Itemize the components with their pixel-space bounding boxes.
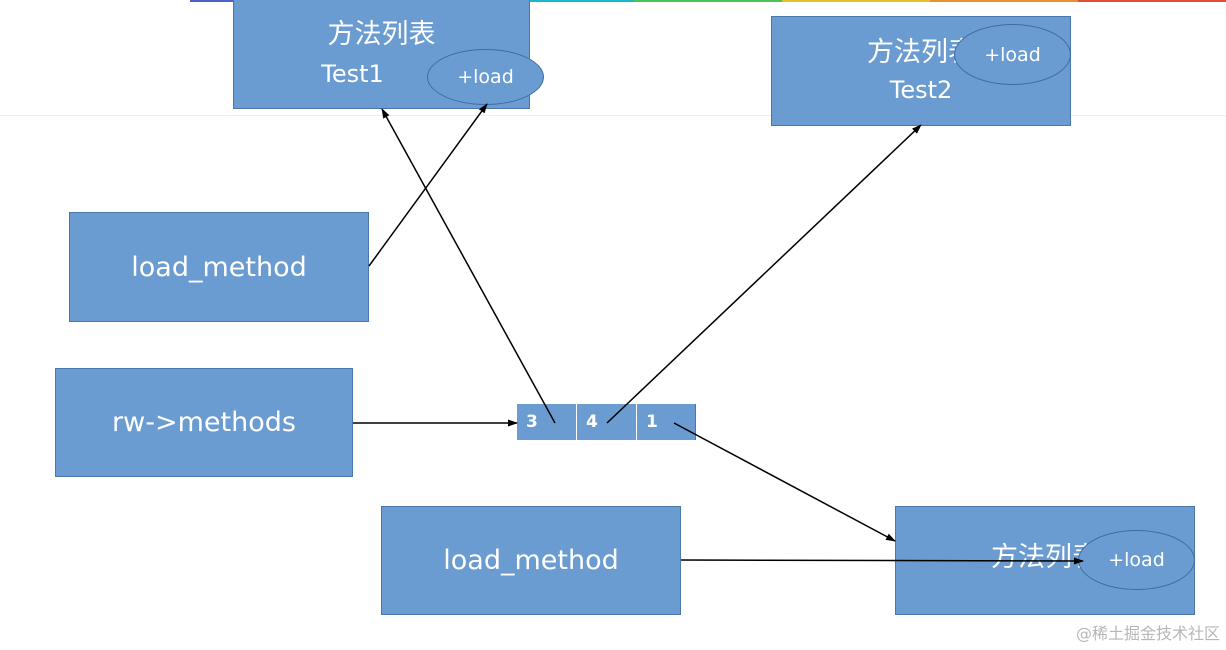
arrow-load-method-to-test1-load [368, 103, 488, 267]
rw-methods-box: rw->methods [55, 368, 353, 477]
arrow-cell3-to-test1 [381, 108, 556, 424]
watermark: @稀土掘金技术社区 [1075, 624, 1220, 643]
load-method-label: load_method [131, 251, 307, 283]
separator-line [0, 115, 1226, 116]
arrow-load-method-to-bottom-load [680, 557, 1084, 565]
rw-methods-label: rw->methods [112, 407, 296, 438]
load-oval-test2: +load [954, 24, 1071, 85]
arrow-cell4-to-test2 [606, 124, 922, 424]
load-method-box-bottom: load_method [381, 506, 681, 615]
load-method-box-top: load_method [69, 212, 369, 322]
method-list-test1-title: 方法列表 [327, 19, 436, 50]
arrow-cell1-to-bottom-list [673, 422, 896, 542]
load-oval-bottom: +load [1078, 530, 1195, 590]
top-color-segment [634, 0, 782, 2]
top-color-segment [1078, 0, 1226, 2]
top-color-segment [930, 0, 1078, 2]
method-list-test1-class: Test1 [321, 60, 384, 88]
top-color-segment [486, 0, 634, 2]
method-array: 3 4 1 [517, 404, 696, 440]
top-color-segment [782, 0, 930, 2]
method-list-test2-class: Test2 [889, 76, 953, 104]
array-cell: 1 [637, 404, 696, 440]
load-method-label: load_method [443, 545, 619, 576]
